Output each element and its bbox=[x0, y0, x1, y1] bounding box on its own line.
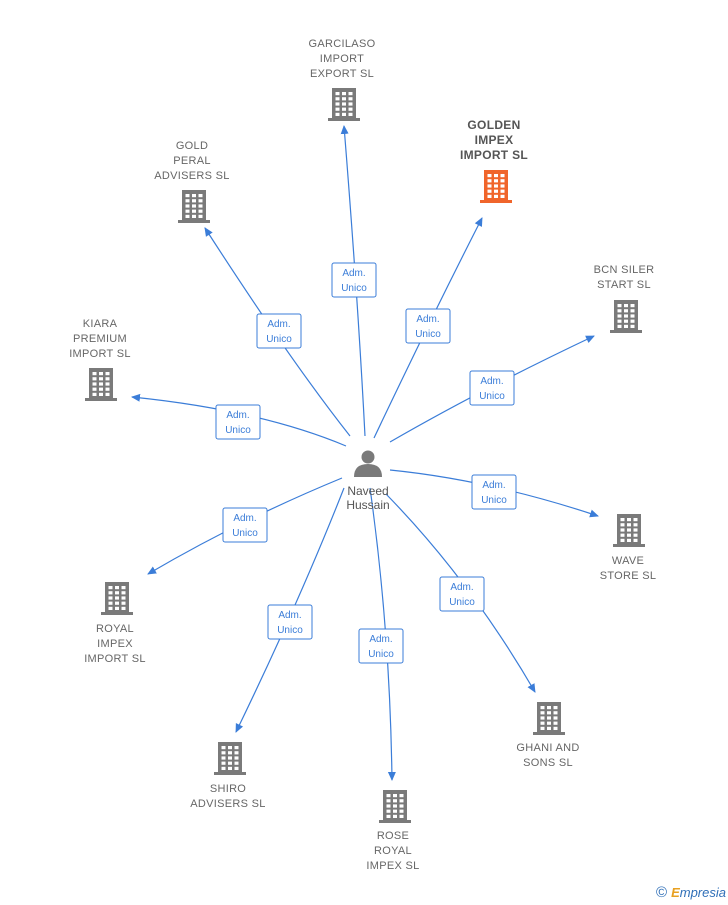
relation-text: Unico bbox=[449, 597, 475, 608]
brand-name: mpresia bbox=[679, 885, 726, 900]
brand-logo-letter: E bbox=[671, 885, 680, 900]
company-label-golden[interactable]: IMPORT SL bbox=[460, 148, 528, 162]
relation-text: Adm. bbox=[278, 610, 301, 621]
company-label-ghani[interactable]: GHANI AND bbox=[516, 742, 579, 754]
person-icon[interactable] bbox=[354, 450, 382, 478]
relation-badge-bcn-siler[interactable]: Adm. Unico bbox=[469, 370, 515, 406]
company-label-wave[interactable]: STORE SL bbox=[600, 570, 657, 582]
relation-badge-golden[interactable]: Adm. Unico bbox=[405, 308, 451, 344]
relation-badge-gold-peral[interactable]: Adm. Unico bbox=[256, 313, 302, 349]
company-label-royal[interactable]: IMPEX bbox=[97, 638, 133, 650]
relation-badge-rose[interactable]: Adm. Unico bbox=[358, 628, 404, 664]
relation-text: Adm. bbox=[480, 376, 503, 387]
company-label-shiro[interactable]: SHIRO bbox=[210, 783, 246, 795]
relation-badge-kiara[interactable]: Adm. Unico bbox=[215, 404, 261, 440]
relation-badge-wave[interactable]: Adm. Unico bbox=[471, 474, 517, 510]
relation-text: Unico bbox=[341, 283, 367, 294]
company-label-royal[interactable]: ROYAL bbox=[96, 623, 134, 635]
company-label-bcn-siler[interactable]: BCN SILER bbox=[594, 264, 655, 276]
company-label-golden[interactable]: GOLDEN bbox=[467, 118, 520, 132]
company-label-bcn-siler[interactable]: START SL bbox=[597, 279, 651, 291]
company-label-rose[interactable]: IMPEX SL bbox=[366, 860, 419, 872]
building-icon-royal[interactable] bbox=[101, 582, 133, 615]
building-icon-garcilaso[interactable] bbox=[328, 88, 360, 121]
relation-text: Unico bbox=[232, 528, 258, 539]
company-label-wave[interactable]: WAVE bbox=[612, 555, 644, 567]
relation-badge-royal[interactable]: Adm. Unico bbox=[222, 507, 268, 543]
company-label-royal[interactable]: IMPORT SL bbox=[84, 653, 146, 665]
company-label-rose[interactable]: ROYAL bbox=[374, 845, 412, 857]
relation-text: Unico bbox=[368, 649, 394, 660]
relation-text: Unico bbox=[479, 391, 505, 402]
person-name[interactable]: Hussain bbox=[346, 498, 389, 512]
building-icon-kiara[interactable] bbox=[85, 368, 117, 401]
relation-badge-ghani[interactable]: Adm. Unico bbox=[439, 576, 485, 612]
company-label-gold-peral[interactable]: PERAL bbox=[173, 155, 211, 167]
relation-text: Adm. bbox=[342, 268, 365, 279]
company-label-shiro[interactable]: ADVISERS SL bbox=[190, 798, 265, 810]
relation-text: Unico bbox=[277, 625, 303, 636]
relation-text: Unico bbox=[415, 329, 441, 340]
building-icon-wave[interactable] bbox=[613, 514, 645, 547]
building-icon-shiro[interactable] bbox=[214, 742, 246, 775]
building-icon-ghani[interactable] bbox=[533, 702, 565, 735]
relation-text: Adm. bbox=[226, 410, 249, 421]
relation-text: Adm. bbox=[369, 634, 392, 645]
company-label-garcilaso[interactable]: IMPORT bbox=[320, 53, 364, 65]
relation-text: Adm. bbox=[416, 314, 439, 325]
relation-text: Unico bbox=[266, 334, 292, 345]
relation-badge-garcilaso[interactable]: Adm. Unico bbox=[331, 262, 377, 298]
building-icon-gold-peral[interactable] bbox=[178, 190, 210, 223]
empresia-brand[interactable]: ©Empresia bbox=[656, 884, 726, 901]
relation-text: Adm. bbox=[233, 513, 256, 524]
building-icon-rose[interactable] bbox=[379, 790, 411, 823]
relation-badge-shiro[interactable]: Adm. Unico bbox=[267, 604, 313, 640]
company-label-gold-peral[interactable]: ADVISERS SL bbox=[154, 170, 229, 182]
company-label-garcilaso[interactable]: EXPORT SL bbox=[310, 68, 374, 80]
company-label-kiara[interactable]: PREMIUM bbox=[73, 333, 127, 345]
relation-text: Adm. bbox=[482, 480, 505, 491]
copyright-icon: © bbox=[656, 884, 668, 901]
relation-text: Unico bbox=[225, 425, 251, 436]
company-label-rose[interactable]: ROSE bbox=[377, 830, 409, 842]
company-label-ghani[interactable]: SONS SL bbox=[523, 757, 573, 769]
relation-text: Adm. bbox=[450, 582, 473, 593]
building-icon-golden[interactable] bbox=[480, 170, 512, 203]
company-label-kiara[interactable]: IMPORT SL bbox=[69, 348, 131, 360]
company-label-golden[interactable]: IMPEX bbox=[475, 133, 514, 147]
relation-text: Unico bbox=[481, 495, 507, 506]
person-name[interactable]: Naveed bbox=[347, 484, 388, 498]
relation-text: Adm. bbox=[267, 319, 290, 330]
building-icon-bcn-siler[interactable] bbox=[610, 300, 642, 333]
company-label-garcilaso[interactable]: GARCILASO bbox=[309, 38, 376, 50]
company-label-kiara[interactable]: KIARA bbox=[83, 318, 118, 330]
company-label-gold-peral[interactable]: GOLD bbox=[176, 140, 208, 152]
